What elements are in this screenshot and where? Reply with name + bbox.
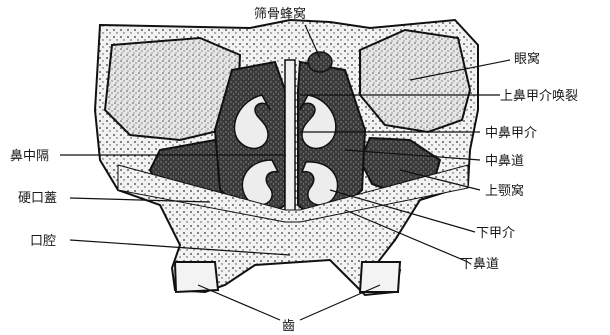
label-inferior-turbinate: 下甲介	[476, 226, 515, 241]
label-orbit: 眼窝	[514, 51, 540, 67]
label-maxillary-sinus: 上颚窝	[485, 183, 524, 199]
label-middle-meatus: 中鼻道	[485, 153, 524, 169]
label-superior-meatus: 上鼻甲介唤裂	[500, 88, 578, 104]
nasal-septum	[285, 60, 295, 220]
label-teeth: 齒	[282, 319, 295, 334]
label-inferior-meatus: 下鼻道	[460, 256, 499, 272]
right-tooth	[360, 262, 400, 292]
ethmoid-cells	[308, 52, 332, 72]
left-tooth	[175, 262, 218, 292]
label-ethmoid-cells: 筛骨蜂窝	[254, 6, 306, 22]
label-hard-palate: 硬口蓋	[18, 191, 57, 206]
label-middle-turbinate: 中鼻甲介	[485, 125, 537, 141]
label-oral-cavity: 口腔	[30, 234, 56, 249]
label-nasal-septum: 鼻中隔	[10, 148, 49, 164]
